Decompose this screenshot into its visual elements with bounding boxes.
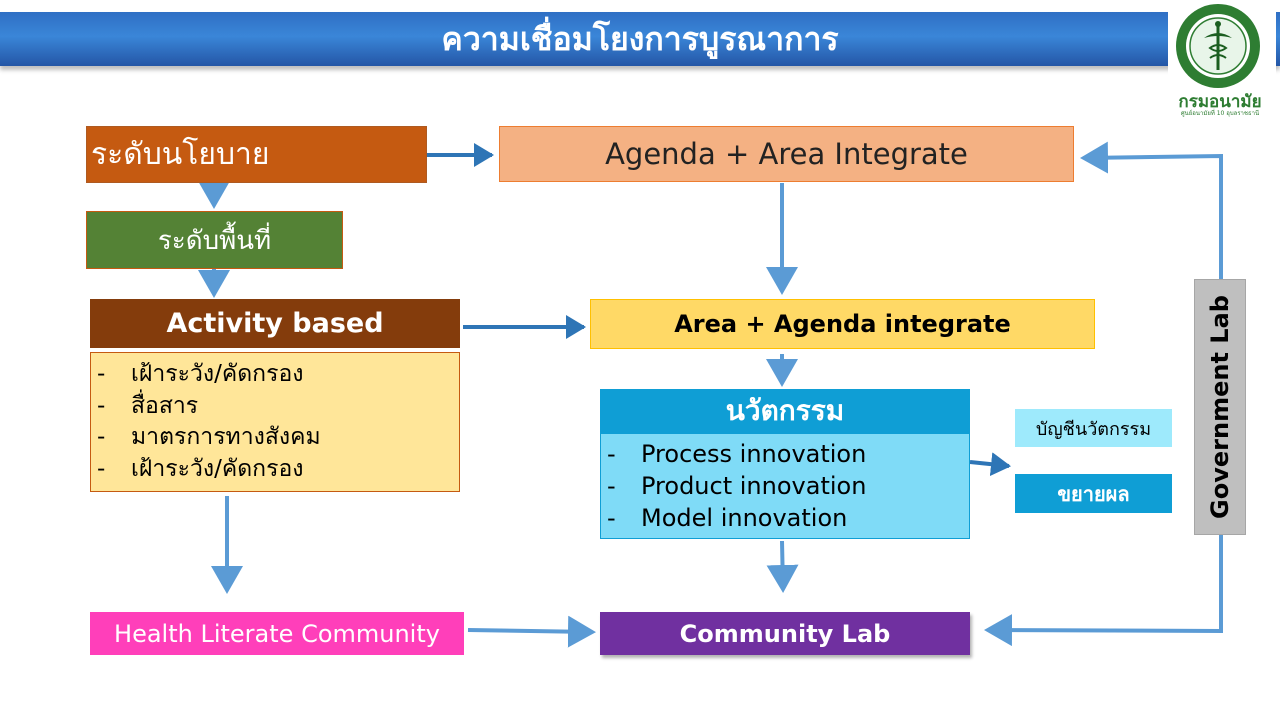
logo-subcaption: ศูนย์อนามัยที่ 10 อุบลราชธานี — [1180, 110, 1260, 117]
arrow-innovation-to-expand — [969, 452, 1011, 477]
list-item: -เฝ้าระวัง/คัดกรอง — [97, 455, 304, 482]
ministry-seal-icon — [1176, 4, 1260, 88]
health-literate-community-box: Health Literate Community — [90, 612, 464, 655]
area-level-box: ระดับพื้นที่ — [86, 211, 343, 269]
policy-level-box: ระดับนโยบาย — [86, 126, 427, 183]
list-item: -Model innovation — [607, 504, 848, 532]
innovation-inventory-box: บัญชีนวัตกรรม — [1015, 409, 1172, 447]
list-item: -Process innovation — [607, 440, 867, 468]
government-lab-box: Government Lab — [1194, 279, 1246, 535]
area-agenda-integrate-box: Area + Agenda integrate — [590, 299, 1095, 349]
ministry-logo — [1168, 2, 1276, 120]
list-item: -เฝ้าระวัง/คัดกรอง — [97, 361, 304, 387]
innovation-list-box: -Process innovation -Product innovation … — [600, 433, 970, 539]
arrow-govlab-to-community-lab — [984, 535, 1223, 647]
agenda-area-integrate-box: Agenda + Area Integrate — [499, 126, 1074, 182]
arrow-health-to-community-lab — [467, 615, 596, 648]
logo-caption: กรมอนามัย — [1178, 92, 1262, 112]
activity-based-box: Activity based — [90, 299, 460, 348]
list-item: -สื่อสาร — [97, 392, 199, 419]
expand-results-box: ขยายผล — [1015, 474, 1172, 513]
page-title: ความเชื่อมโยงการบูรณาการ — [441, 19, 839, 58]
arrow-govlab-to-agenda — [1080, 141, 1223, 279]
title-banner — [0, 12, 1280, 66]
list-item: -Product innovation — [607, 472, 867, 500]
community-lab-box: Community Lab — [600, 612, 970, 655]
innovation-title-box: นวัตกรรม — [600, 389, 970, 433]
arrow-innovation-to-community-lab — [766, 540, 799, 593]
list-item: -มาตรการทางสังคม — [97, 424, 321, 450]
activity-list-box: -เฝ้าระวัง/คัดกรอง -สื่อสาร -มาตรการทางส… — [90, 352, 460, 492]
government-lab-label: Government Lab — [1206, 295, 1234, 519]
